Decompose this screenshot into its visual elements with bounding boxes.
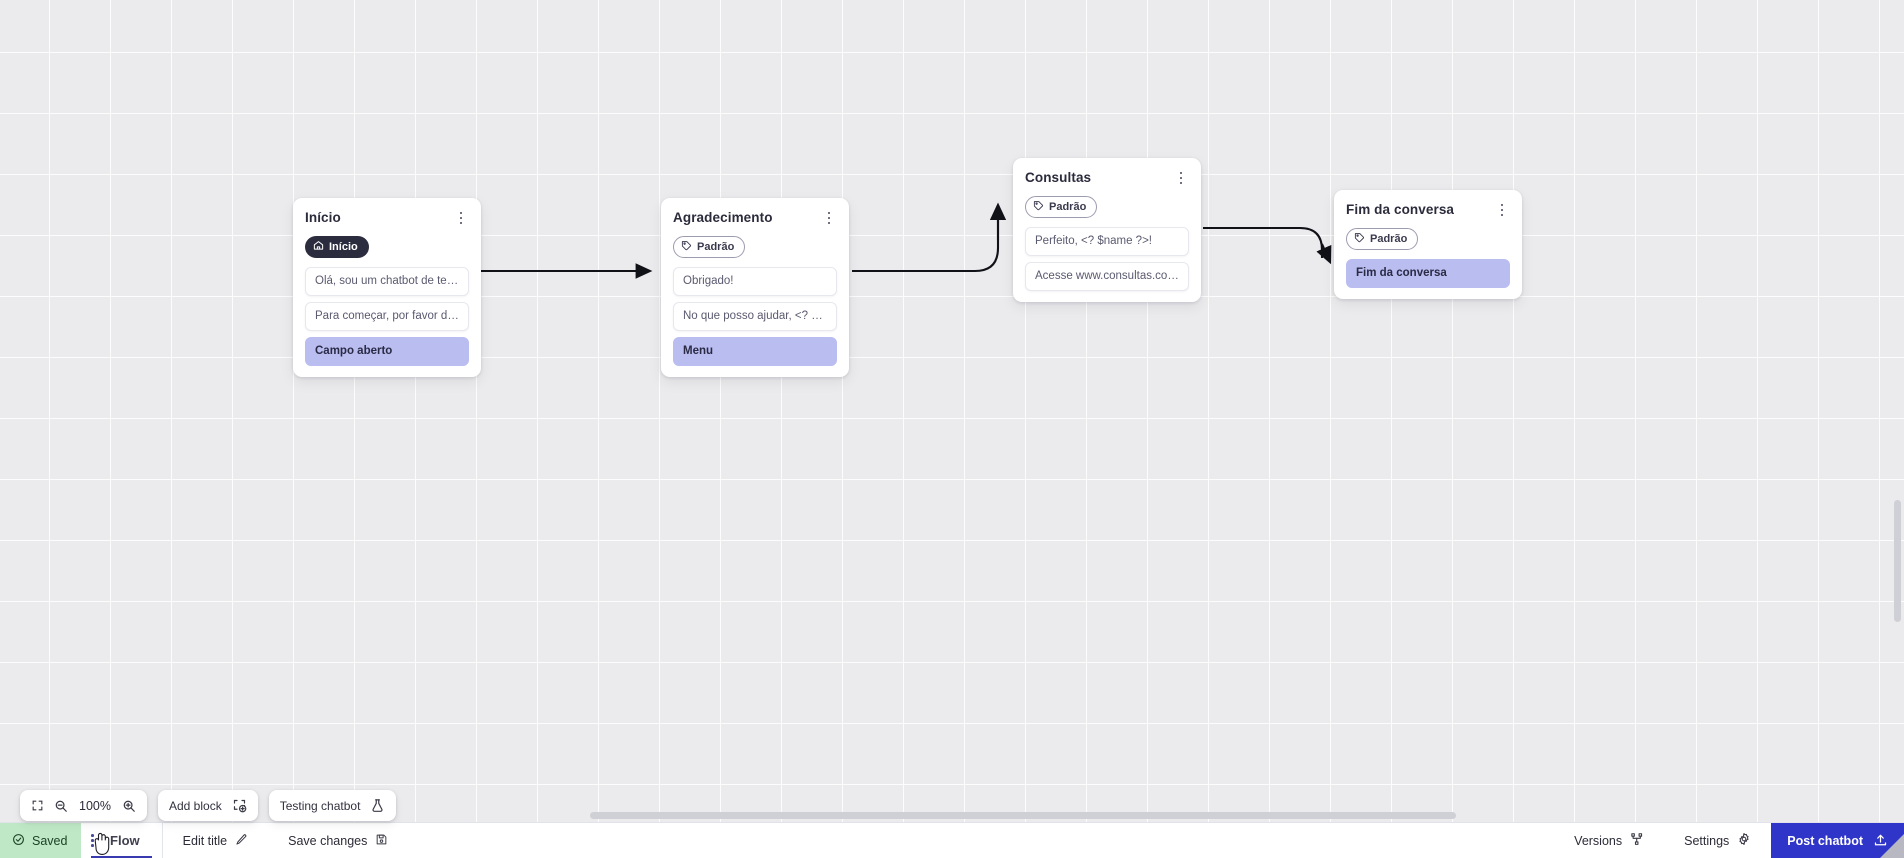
statusbar-spacer xyxy=(408,823,1554,858)
tag-icon xyxy=(1033,200,1044,214)
node-menu-button[interactable] xyxy=(1494,201,1510,219)
node-menu-button[interactable] xyxy=(821,209,837,227)
flow-node-agradecimento[interactable]: Agradecimento Padrão Obrigado! No que po… xyxy=(661,198,849,377)
gear-icon xyxy=(1737,832,1751,849)
node-header: Início xyxy=(305,210,469,227)
save-changes-button[interactable]: Save changes xyxy=(268,823,408,858)
node-menu-button[interactable] xyxy=(1173,169,1189,187)
post-chatbot-label: Post chatbot xyxy=(1787,833,1863,848)
testing-chatbot-label: Testing chatbot xyxy=(279,798,361,813)
node-row[interactable]: No que posso ajudar, <? $name ... xyxy=(673,302,837,331)
horizontal-scrollbar[interactable] xyxy=(590,812,1456,819)
edit-title-label: Edit title xyxy=(182,833,228,848)
save-changes-label: Save changes xyxy=(288,833,368,848)
home-icon xyxy=(313,240,324,254)
zoom-in-icon[interactable] xyxy=(122,799,136,813)
canvas-toolbar: 100% Add block xyxy=(20,790,397,821)
node-row[interactable]: Olá, sou um chatbot de teste! xyxy=(305,267,469,296)
fit-screen-icon[interactable] xyxy=(31,799,44,812)
saved-label: Saved xyxy=(32,833,68,848)
post-chatbot-button[interactable]: Post chatbot xyxy=(1771,823,1904,858)
node-row[interactable]: Para começar, por favor digite o ... xyxy=(305,302,469,331)
flask-icon xyxy=(370,798,385,813)
node-header: Fim da conversa xyxy=(1346,202,1510,219)
flow-node-consultas[interactable]: Consultas Padrão Perfeito, <? $name ?>! … xyxy=(1013,158,1201,302)
node-title: Início xyxy=(305,210,341,225)
node-row[interactable]: Acesse www.consultas.com par... xyxy=(1025,262,1189,291)
node-menu-button[interactable] xyxy=(453,209,469,227)
vertical-scrollbar[interactable] xyxy=(1894,500,1901,622)
saved-status-badge: Saved xyxy=(0,823,82,858)
node-header: Consultas xyxy=(1025,170,1189,187)
add-block-button[interactable]: Add block xyxy=(158,790,258,821)
node-row-accent[interactable]: Fim da conversa xyxy=(1346,259,1510,288)
zoom-level-label: 100% xyxy=(79,798,111,813)
node-rows: Perfeito, <? $name ?>! Acesse www.consul… xyxy=(1025,227,1189,291)
flow-node-inicio[interactable]: Início Início Olá, sou um chatbot de tes… xyxy=(293,198,481,377)
flow-canvas[interactable]: Início Início Olá, sou um chatbot de tes… xyxy=(0,0,1904,822)
flow-connectors xyxy=(481,202,1332,279)
node-badge-label: Padrão xyxy=(1049,201,1087,213)
node-rows: Fim da conversa xyxy=(1346,259,1510,288)
add-block-label: Add block xyxy=(169,798,222,813)
node-row-accent[interactable]: Campo aberto xyxy=(305,337,469,366)
node-badge-start[interactable]: Início xyxy=(305,236,369,258)
add-block-icon xyxy=(232,798,247,813)
settings-label: Settings xyxy=(1684,833,1730,848)
tab-flow-label: Flow xyxy=(110,833,140,848)
node-badge-default[interactable]: Padrão xyxy=(673,236,746,258)
node-badge-label: Padrão xyxy=(1370,233,1408,245)
edge-consultas-fim xyxy=(1203,226,1324,258)
status-bar: Saved Flow Edit title Save changes xyxy=(0,822,1904,858)
tab-flow[interactable]: Flow xyxy=(81,823,163,858)
settings-button[interactable]: Settings xyxy=(1664,823,1771,858)
node-rows: Olá, sou um chatbot de teste! Para começ… xyxy=(305,267,469,366)
zoom-out-icon[interactable] xyxy=(54,799,68,813)
node-title: Consultas xyxy=(1025,170,1092,185)
node-badge-default[interactable]: Padrão xyxy=(1025,196,1098,218)
flow-node-fim-da-conversa[interactable]: Fim da conversa Padrão Fim da conversa xyxy=(1334,190,1522,299)
node-header: Agradecimento xyxy=(673,210,837,227)
node-rows: Obrigado! No que posso ajudar, <? $name … xyxy=(673,267,837,366)
node-badge-label: Padrão xyxy=(697,241,735,253)
edit-title-button[interactable]: Edit title xyxy=(163,823,268,858)
branch-icon xyxy=(1630,832,1644,849)
node-row[interactable]: Perfeito, <? $name ?>! xyxy=(1025,227,1189,256)
node-row-accent[interactable]: Menu xyxy=(673,337,837,366)
edge-agradecimento-consultas xyxy=(852,212,1000,273)
drag-dots-icon[interactable] xyxy=(89,834,96,847)
edge-consultas-fim-arrow xyxy=(1316,243,1332,265)
window-resize-corner[interactable] xyxy=(1879,833,1904,858)
pencil-icon xyxy=(235,833,248,849)
testing-chatbot-button[interactable]: Testing chatbot xyxy=(268,790,397,821)
versions-label: Versions xyxy=(1574,833,1623,848)
node-row[interactable]: Obrigado! xyxy=(673,267,837,296)
node-title: Fim da conversa xyxy=(1346,202,1455,217)
node-title: Agradecimento xyxy=(673,210,773,225)
floppy-disk-icon xyxy=(375,833,388,849)
tag-icon xyxy=(1354,232,1365,246)
check-circle-icon xyxy=(12,833,25,849)
versions-button[interactable]: Versions xyxy=(1554,823,1664,858)
node-badge-default[interactable]: Padrão xyxy=(1346,228,1419,250)
zoom-controls: 100% xyxy=(20,790,147,821)
node-badge-label: Início xyxy=(329,241,358,253)
tag-icon xyxy=(681,240,692,254)
